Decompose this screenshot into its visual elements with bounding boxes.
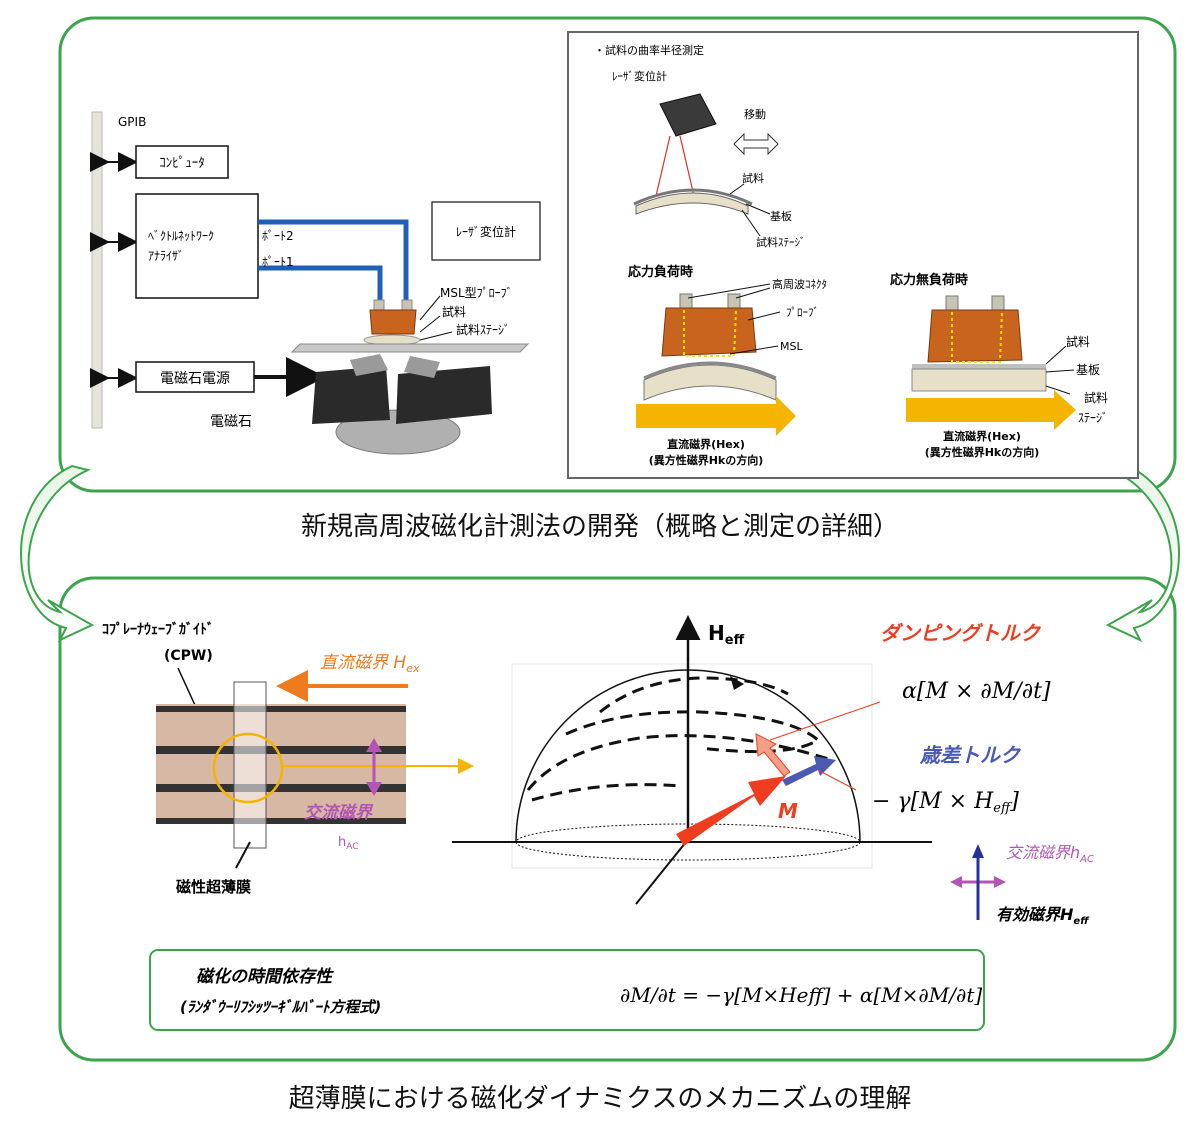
m-label: M [778, 799, 798, 823]
off-sample-label: 試料 [1066, 334, 1090, 349]
cpw-label-2: (CPW) [164, 648, 213, 664]
magnet-power-label: 電磁石電源 [160, 371, 230, 387]
curvature-sample-label: 試料 [742, 171, 764, 185]
precession-diagram: Heff M ダンピングトルク α[M × ∂M/∂t] 歳差トルク − γ[M… [452, 615, 1051, 905]
cpw-label-1: ｺﾌﾟﾚｰﾅｳｪｰﾌﾞｶﾞｲﾄﾞ [102, 621, 214, 638]
probe-stress-on [661, 307, 757, 357]
cable-port2 [258, 219, 409, 306]
laser-box [431, 201, 541, 261]
damping-equation: α[M × ∂M/∂t] [902, 679, 1051, 704]
gpib-bus [91, 111, 103, 429]
computer-box [135, 145, 229, 179]
dc-field-left-label: 直流磁界(Hex) [667, 437, 745, 451]
off-stage-label-2: ｽﾃｰｼﾞ [1078, 411, 1108, 425]
precession-vector [782, 756, 836, 786]
vna-label-2: ｱﾅﾗｲｻﾞ [148, 249, 184, 263]
sphere-outline [515, 669, 861, 843]
computer-label: ｺﾝﾋﾟｭｰﾀ [159, 156, 205, 171]
curvature-laser-label: ﾚｰｻﾞ変位計 [612, 69, 667, 83]
dc-field-right-label: 直流磁界(Hex) [943, 429, 1021, 443]
legend-ac-label: 交流磁界hAC [1006, 843, 1094, 865]
port2-label: ﾎﾟｰﾄ2 [262, 229, 294, 243]
off-substrate-label: 基板 [1076, 363, 1100, 377]
focus-circle [212, 732, 284, 804]
msl-probe [369, 309, 417, 335]
right-curved-arrow [1105, 464, 1180, 643]
stage-plate [290, 343, 530, 353]
damping-label: ダンピングトルク [880, 621, 1042, 645]
film-label: 磁性超薄膜 [176, 878, 251, 896]
probe-label: ﾌﾟﾛｰﾌﾞ [786, 306, 819, 319]
left-curved-arrow [20, 464, 95, 643]
detail-panel: ・試料の曲率半径測定 ﾚｰｻﾞ変位計 移動 試料 基板 試料ｽﾃｰｼﾞ 応力負荷… [567, 31, 1139, 479]
stress-off-label: 応力無負荷時 [890, 272, 968, 288]
cpw-ac-h-label: hAC [338, 835, 359, 852]
vna-box [135, 193, 259, 299]
probe-stress-off [927, 309, 1023, 363]
laser-sensor [659, 93, 717, 137]
precession-equation: − γ[M × Heff] [872, 789, 1019, 816]
magnet-label: 電磁石 [210, 414, 252, 430]
setup-diagram: GPIB ｺﾝﾋﾟｭｰﾀ ﾍﾞｸﾄﾙﾈｯﾄﾜｰｸ ｱﾅﾗｲｻﾞ ﾎﾟｰﾄ2 ﾎﾟ… [90, 111, 541, 455]
laser-label: ﾚｰｻﾞ変位計 [456, 224, 516, 239]
move-label: 移動 [744, 107, 766, 121]
thin-film-strip [233, 681, 267, 849]
magnet-yoke-left [312, 366, 390, 424]
llg-frame [149, 949, 985, 1031]
legend-eff-label: 有効磁界Heff [996, 905, 1090, 927]
msl-label: MSL [780, 340, 803, 353]
top-caption: 新規高周波磁化計測法の開発（概略と測定の詳細） [300, 512, 899, 542]
dc-field-arrow-right [906, 390, 1076, 430]
magnet-yoke-right [396, 366, 492, 424]
setup-sample-label: 試料 [442, 304, 466, 319]
setup-stage-label: 試料ｽﾃｰｼﾞ [456, 322, 510, 337]
cpw-ac-field-label: 交流磁界 [304, 803, 374, 823]
llg-title-2: (ﾗﾝﾀﾞｳｰﾘﾌｼｯﾂｰｷﾞﾙﾊﾞｰﾄ方程式) [180, 998, 381, 1016]
bottom-caption: 超薄膜における磁化ダイナミクスのメカニズムの理解 [288, 1084, 912, 1114]
cpw-dc-field-label: 直流磁界 Hex [320, 653, 420, 675]
port1-label: ﾎﾟｰﾄ1 [262, 255, 294, 269]
curvature-stage-label: 試料ｽﾃｰｼﾞ [756, 235, 806, 249]
stress-on-label: 応力負荷時 [628, 264, 693, 280]
m-vector [676, 776, 786, 846]
aniso-left-label: (異方性磁界Hkの方向) [649, 453, 764, 467]
cable-port1 [258, 265, 383, 306]
llg-equation: ∂M/∂t = −γ[M×Heff] + α[M×∂M/∂t] [620, 983, 982, 1007]
cpw-diagram: ｺﾌﾟﾚｰﾅｳｪｰﾌﾞｶﾞｲﾄﾞ (CPW) 直流磁界 Hex 交流磁界 hAC… [102, 621, 474, 896]
aniso-right-label: (異方性磁界Hkの方向) [925, 445, 1040, 459]
msl-probe-label: MSL型ﾌﾟﾛｰﾌﾞ [440, 286, 513, 300]
curvature-title: ・試料の曲率半径測定 [594, 43, 704, 57]
damping-vector [755, 733, 791, 777]
field-legend: 交流磁界hAC 有効磁界Heff [950, 843, 1094, 927]
move-arrow [733, 132, 779, 156]
hf-connector-label: 高周波ｺﾈｸﾀ [772, 277, 827, 291]
heff-label: Heff [708, 621, 745, 648]
curvature-substrate-label: 基板 [770, 209, 792, 223]
dc-field-arrow-left [636, 396, 796, 436]
vna-label-1: ﾍﾞｸﾄﾙﾈｯﾄﾜｰｸ [148, 229, 214, 243]
off-stage-label-1: 試料 [1084, 390, 1108, 405]
llg-box: 磁化の時間依存性 (ﾗﾝﾀﾞｳｰﾘﾌｼｯﾂｰｷﾞﾙﾊﾞｰﾄ方程式) ∂M/∂t … [149, 949, 985, 1031]
gpib-label: GPIB [118, 115, 146, 129]
top-frame [58, 16, 1177, 493]
llg-title-1: 磁化の時間依存性 [196, 967, 334, 987]
precession-label: 歳差トルク [919, 743, 1022, 767]
bottom-frame [58, 576, 1177, 1062]
